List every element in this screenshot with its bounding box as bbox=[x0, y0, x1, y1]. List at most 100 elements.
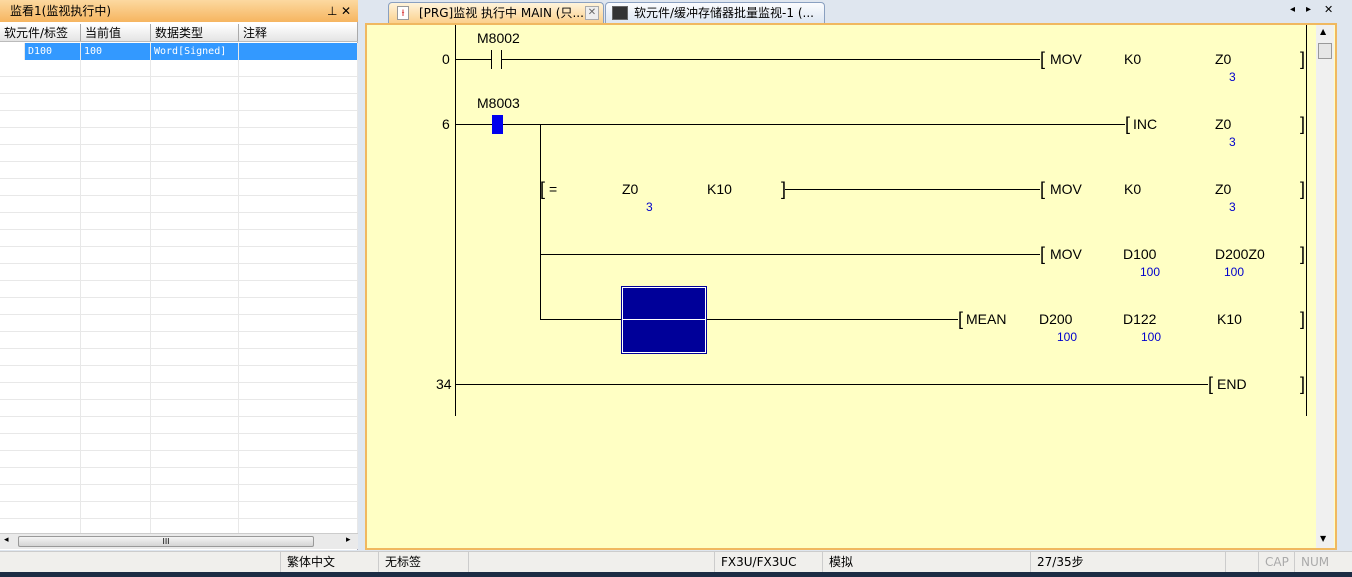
empty-row[interactable] bbox=[0, 502, 358, 519]
empty-row[interactable] bbox=[0, 400, 358, 417]
empty-row[interactable] bbox=[0, 383, 358, 400]
contact-label-m8002: M8002 bbox=[477, 30, 520, 46]
operand: Z0 bbox=[622, 181, 639, 197]
empty-row[interactable] bbox=[0, 332, 358, 349]
tab-program[interactable]: ⫲ [PRG]监视 执行中 MAIN (只... ✕ bbox=[388, 2, 604, 23]
instruction-bracket: ] bbox=[1300, 114, 1306, 134]
cell-type[interactable]: Word[Signed] bbox=[151, 43, 239, 60]
table-row[interactable]: D100 100 Word[Signed] bbox=[0, 43, 358, 60]
empty-row[interactable] bbox=[0, 349, 358, 366]
empty-row[interactable] bbox=[0, 315, 358, 332]
operand: K0 bbox=[1124, 181, 1142, 197]
close-tab-icon[interactable]: ✕ bbox=[585, 6, 599, 20]
taskbar bbox=[0, 572, 1352, 577]
instruction-bracket: [ bbox=[1040, 49, 1046, 69]
step-number: 6 bbox=[442, 116, 450, 132]
empty-row[interactable] bbox=[0, 366, 358, 383]
comparison-block-energized[interactable] bbox=[621, 286, 707, 354]
status-num: NUM bbox=[1294, 552, 1329, 573]
empty-row[interactable] bbox=[0, 281, 358, 298]
cell-comment[interactable] bbox=[239, 43, 358, 60]
operand-value: 100 bbox=[1224, 265, 1245, 279]
compare-op: = bbox=[549, 181, 558, 197]
empty-row[interactable] bbox=[0, 230, 358, 247]
empty-row[interactable] bbox=[0, 94, 358, 111]
close-icon[interactable]: ✕ bbox=[341, 4, 352, 18]
status-plc-type: FX3U/FX3UC bbox=[714, 552, 797, 573]
operand-value: 100 bbox=[1057, 330, 1078, 344]
pin-icon[interactable]: ⊥ bbox=[327, 4, 338, 18]
step-number: 0 bbox=[442, 51, 450, 67]
close-window-icon[interactable]: ✕ bbox=[1324, 3, 1334, 16]
empty-row[interactable] bbox=[0, 247, 358, 264]
instruction-bracket: ] bbox=[781, 179, 787, 199]
operand-value: 3 bbox=[646, 200, 653, 214]
col-type[interactable]: 数据类型 bbox=[151, 24, 239, 41]
vertical-scrollbar[interactable]: ▲ ▼ bbox=[1316, 25, 1334, 548]
operand-value: 100 bbox=[1141, 330, 1162, 344]
status-label: 无标签 bbox=[378, 552, 421, 573]
empty-row[interactable] bbox=[0, 298, 358, 315]
tab-program-label: [PRG]监视 执行中 MAIN (只... bbox=[419, 6, 584, 20]
operand-value: 3 bbox=[1229, 135, 1236, 149]
monitor-grid-icon bbox=[612, 6, 628, 20]
operand: Z0 bbox=[1215, 181, 1232, 197]
instruction-bracket: ] bbox=[1300, 309, 1306, 329]
empty-row[interactable] bbox=[0, 179, 358, 196]
status-cap: CAP bbox=[1258, 552, 1289, 573]
instruction: MEAN bbox=[966, 311, 1007, 327]
cell-device[interactable]: D100 bbox=[25, 43, 81, 60]
scroll-up-icon[interactable]: ▲ bbox=[1320, 27, 1327, 36]
instruction: END bbox=[1217, 376, 1247, 392]
scroll-left-icon[interactable]: ◂ bbox=[4, 535, 9, 545]
tab-scroll-left-icon[interactable]: ◂ bbox=[1290, 4, 1296, 15]
operand-value: 3 bbox=[1229, 200, 1236, 214]
empty-row[interactable] bbox=[0, 485, 358, 502]
instruction-bracket: [ bbox=[1040, 179, 1046, 199]
scroll-down-icon[interactable]: ▼ bbox=[1320, 534, 1327, 543]
contact-m8003-energized[interactable] bbox=[492, 115, 503, 134]
empty-row[interactable] bbox=[0, 162, 358, 179]
empty-row[interactable] bbox=[0, 111, 358, 128]
cell-value[interactable]: 100 bbox=[81, 43, 151, 60]
tab-device-monitor-label: 软元件/缓冲存储器批量监视-1 (... bbox=[634, 6, 814, 20]
operand: Z0 bbox=[1215, 51, 1232, 67]
instruction-bracket: ] bbox=[1300, 179, 1306, 199]
contact-label-m8003: M8003 bbox=[477, 95, 520, 111]
operand-value: 100 bbox=[1140, 265, 1161, 279]
column-header: 软元件/标签 当前值 数据类型 注释 bbox=[0, 24, 358, 42]
ladder-lines bbox=[455, 25, 1307, 416]
instruction-bracket: ] bbox=[1300, 244, 1306, 264]
empty-row[interactable] bbox=[0, 417, 358, 434]
empty-row[interactable] bbox=[0, 213, 358, 230]
scroll-thumb[interactable]: III bbox=[18, 536, 314, 547]
empty-row[interactable] bbox=[0, 451, 358, 468]
empty-row[interactable] bbox=[0, 264, 358, 281]
scroll-right-icon[interactable]: ▸ bbox=[346, 535, 351, 545]
operand: K0 bbox=[1124, 51, 1142, 67]
empty-row[interactable] bbox=[0, 77, 358, 94]
col-device[interactable]: 软元件/标签 bbox=[0, 24, 81, 41]
instruction-bracket: [ bbox=[1125, 114, 1131, 134]
empty-row[interactable] bbox=[0, 434, 358, 451]
watch-panel-title: 监看1(监视执行中) bbox=[10, 4, 111, 18]
scroll-thumb[interactable] bbox=[1318, 43, 1332, 59]
tab-scroll-right-icon[interactable]: ▸ bbox=[1306, 4, 1312, 15]
empty-row[interactable] bbox=[0, 468, 358, 485]
empty-row[interactable] bbox=[0, 128, 358, 145]
col-comment[interactable]: 注释 bbox=[239, 24, 358, 41]
empty-row[interactable] bbox=[0, 145, 358, 162]
empty-row[interactable] bbox=[0, 60, 358, 77]
watch-panel: 监看1(监视执行中) ⊥ ✕ 软元件/标签 当前值 数据类型 注释 D100 1… bbox=[0, 0, 358, 550]
empty-row[interactable] bbox=[0, 196, 358, 213]
status-steps: 27/35步 bbox=[1030, 552, 1084, 573]
col-value[interactable]: 当前值 bbox=[81, 24, 151, 41]
instruction-bracket: [ bbox=[1208, 374, 1214, 394]
horizontal-scrollbar[interactable]: ◂ III ▸ bbox=[0, 533, 358, 549]
tab-device-monitor[interactable]: 软元件/缓冲存储器批量监视-1 (... bbox=[605, 2, 825, 23]
ladder-file-icon: ⫲ bbox=[397, 6, 409, 20]
instruction: INC bbox=[1133, 116, 1158, 132]
operand: D200 bbox=[1039, 311, 1073, 327]
operand: D200Z0 bbox=[1215, 246, 1265, 262]
